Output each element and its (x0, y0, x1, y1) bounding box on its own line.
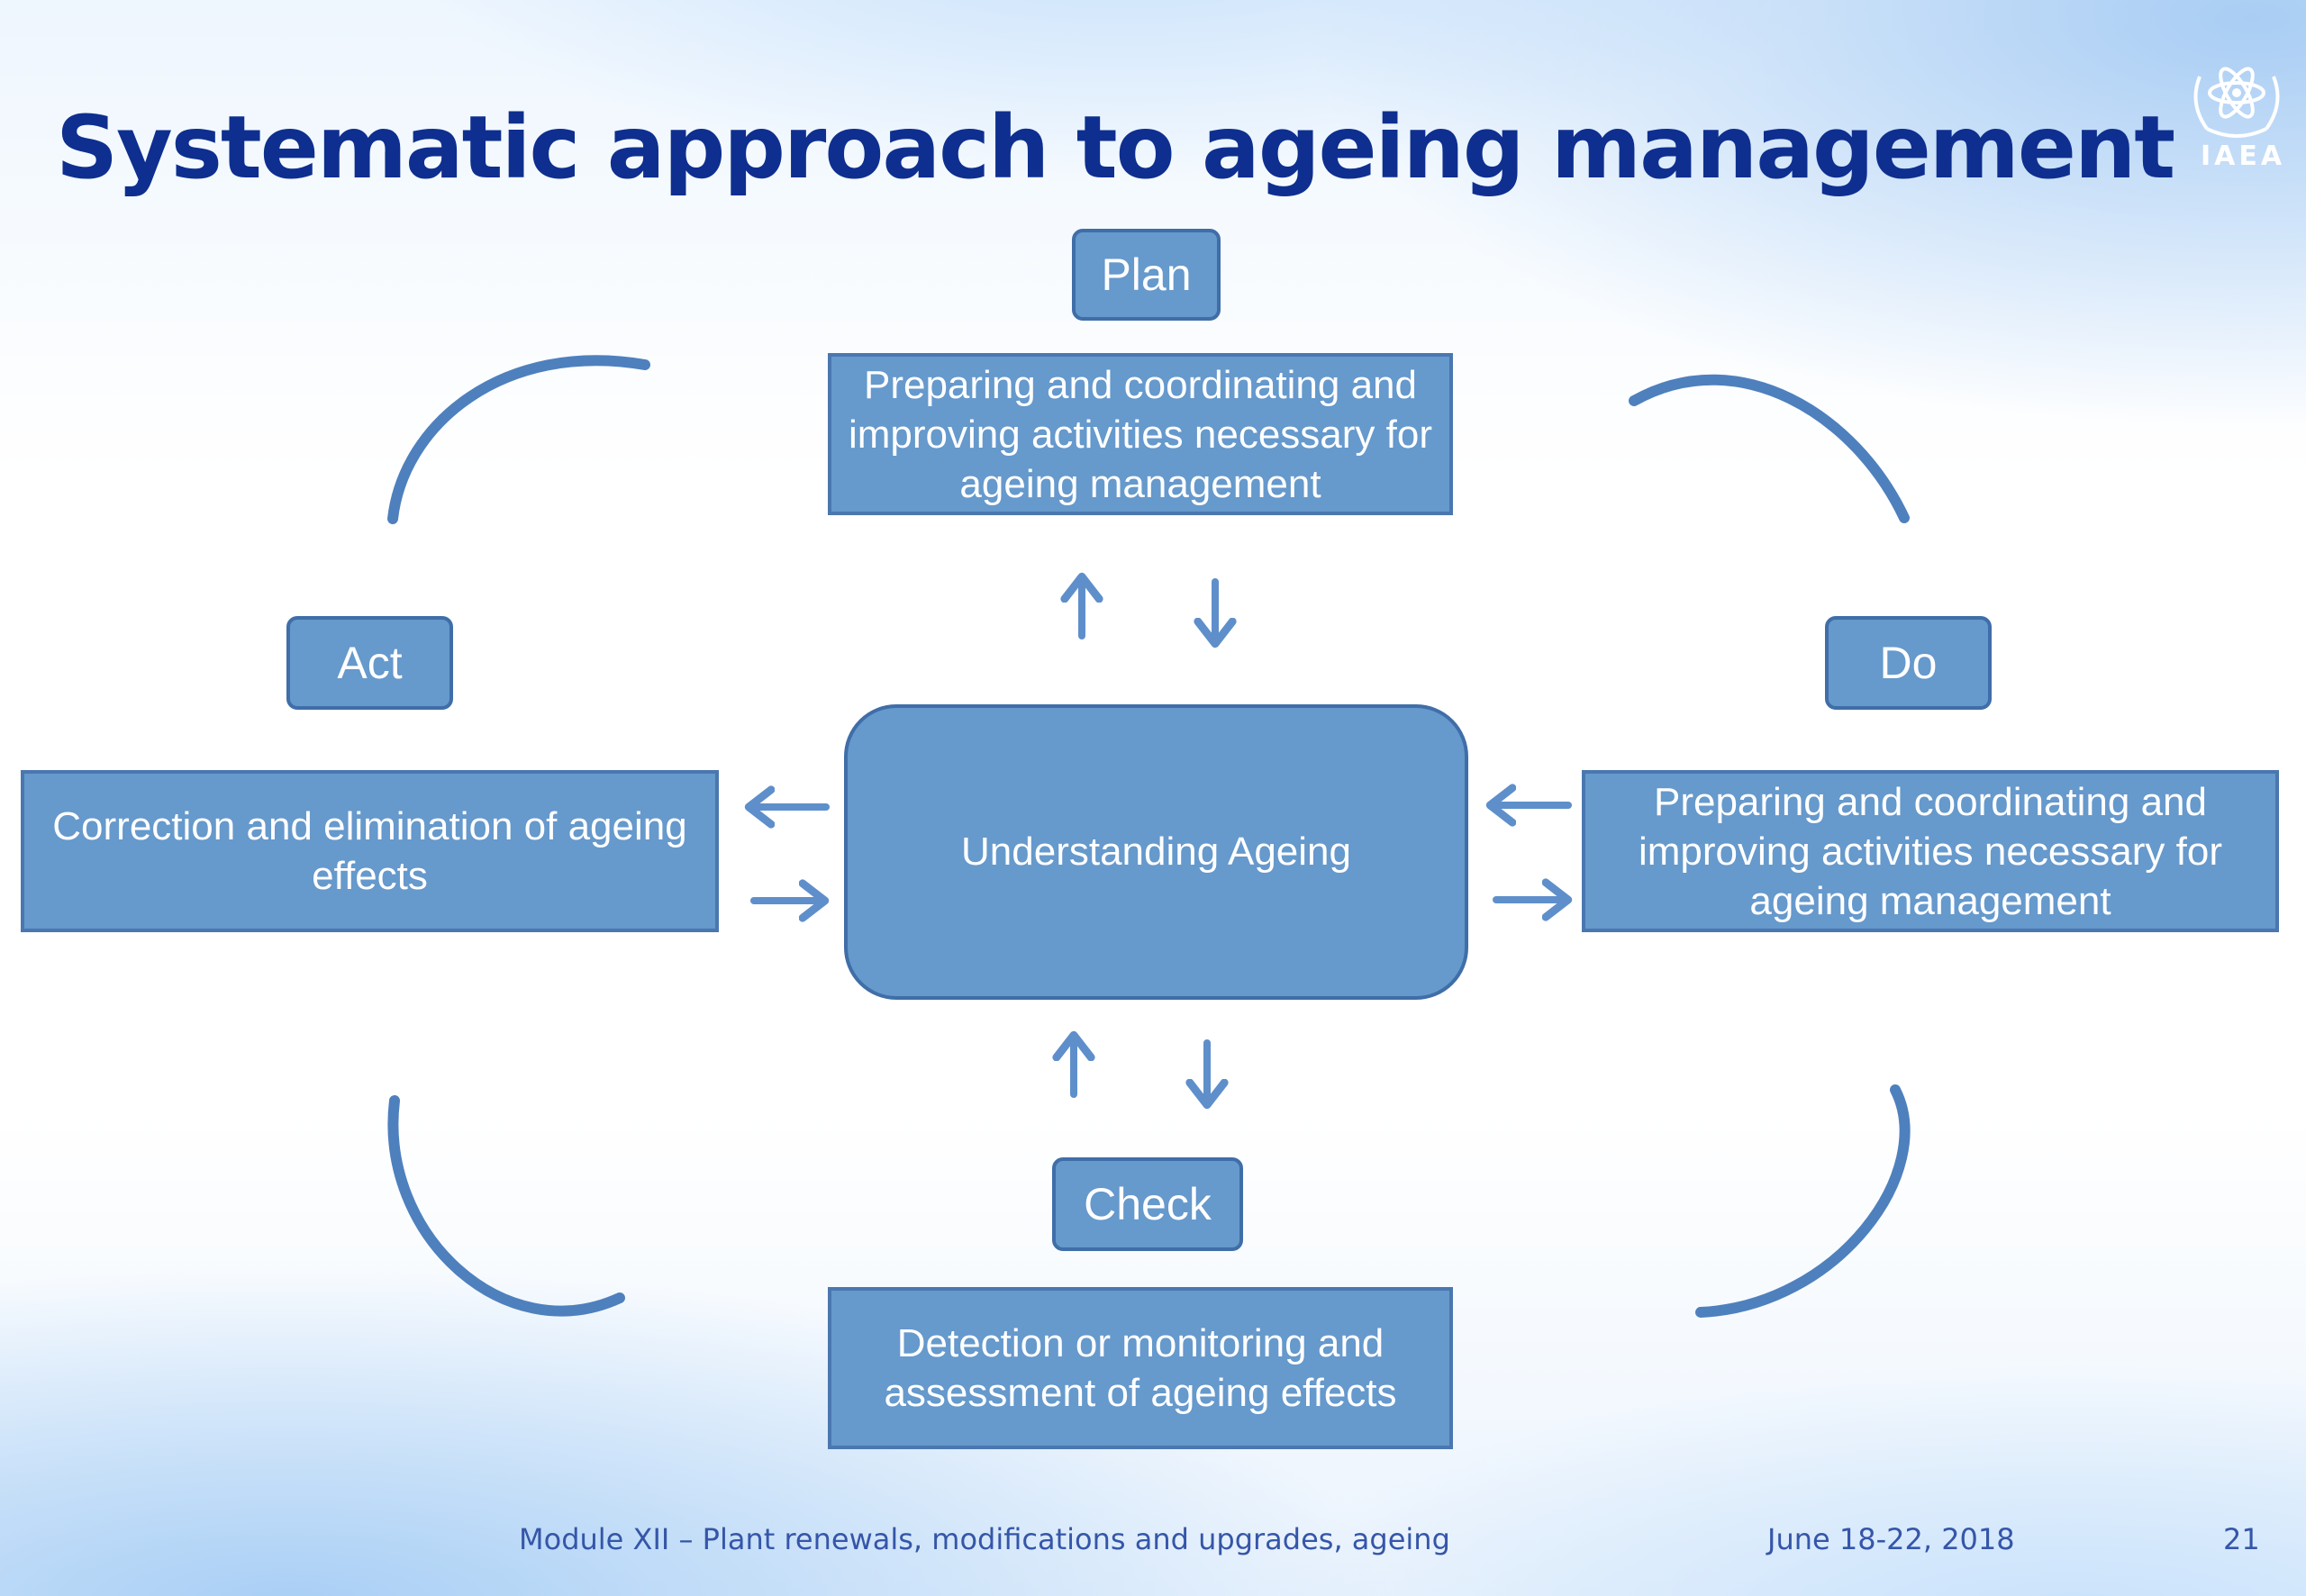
iaea-logo-text: IAEA (2200, 141, 2286, 172)
cycle-arrow-act-to-plan (387, 355, 650, 524)
act-description: Correction and elimination of ageing eff… (21, 770, 719, 932)
do-label: Do (1825, 616, 1992, 710)
do-description: Preparing and coordinating and improving… (1582, 770, 2279, 932)
plan-label: Plan (1072, 229, 1221, 321)
cycle-arrow-plan-to-do (1629, 374, 1910, 523)
footer-date: June 18-22, 2018 (1767, 1522, 2015, 1556)
check-description: Detection or monitoring and assessment o… (828, 1287, 1453, 1449)
center-understanding-ageing: Understanding Ageing (844, 704, 1468, 1000)
cycle-arrow-do-to-check (1695, 1084, 1911, 1318)
check-label: Check (1052, 1157, 1243, 1251)
footer-module: Module XII – Plant renewals, modificatio… (519, 1522, 1450, 1556)
plan-description: Preparing and coordinating and improving… (828, 353, 1453, 515)
slide-title: Systematic approach to ageing management (56, 97, 2175, 198)
iaea-logo-icon (2193, 67, 2280, 138)
footer-page-number: 21 (2223, 1522, 2260, 1556)
act-label: Act (286, 616, 453, 710)
cycle-arrow-check-to-act (387, 1095, 625, 1317)
